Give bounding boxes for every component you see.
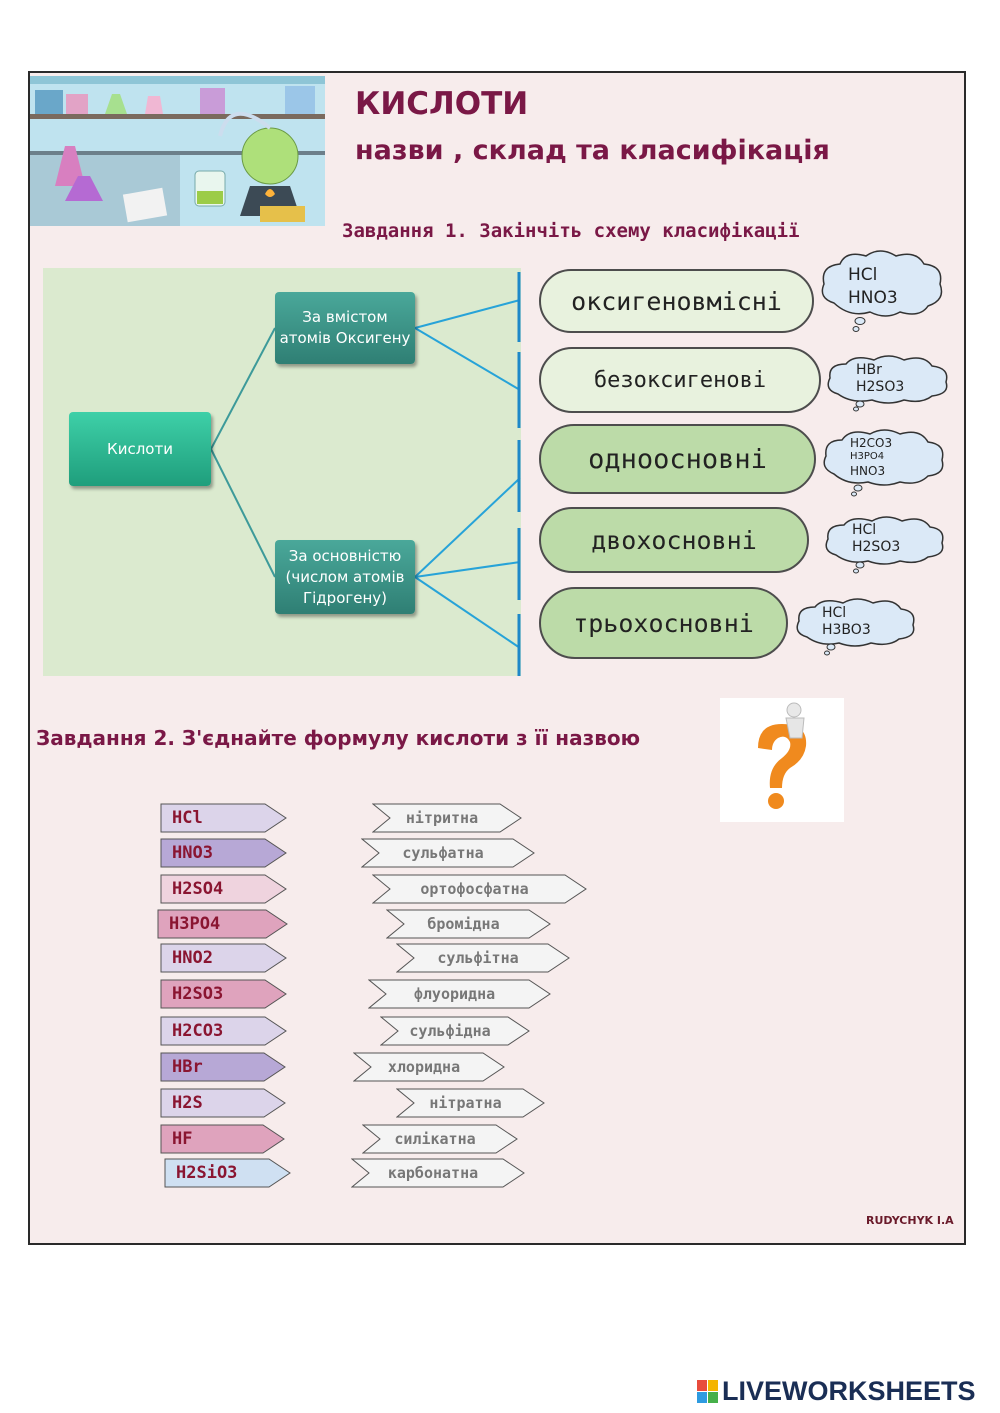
cloud-3-formula-2: H3PO4 [850,451,885,462]
class-pill-tribasic[interactable]: трьохосновні [539,587,788,659]
cloud-4-formula-2: H2SO3 [852,539,901,555]
name-arrow[interactable]: карбонатна [351,1158,525,1188]
name-label: хлоридна [387,1058,461,1076]
formula-arrow[interactable]: HF [160,1124,285,1154]
scheme-root-acids: Кислоти [69,412,211,486]
task2-heading: Завдання 2. З'єднайте формулу кислоти з … [36,726,641,750]
formula-label: HNO3 [172,843,213,863]
cloud-3-formula-3: HNO3 [850,464,886,478]
formula-label: HNO2 [172,948,213,968]
formula-arrow[interactable]: H2SO3 [160,979,287,1009]
formula-arrow[interactable]: HNO2 [160,943,287,973]
class-pill-oxygen-containing[interactable]: оксигеновмісні [539,269,814,333]
formula-label: H3PO4 [169,914,221,934]
cloud-5-formula-2: H3BO3 [822,622,871,638]
name-arrow[interactable]: бромідна [386,909,551,939]
formula-arrow[interactable]: HCl [160,803,287,833]
scheme-branch-basicity: За основністю (числом атомів Гідрогену) [275,540,415,614]
thought-cloud-4 [825,516,944,574]
name-arrow[interactable]: сульфатна [361,838,535,868]
formula-arrow[interactable]: H3PO4 [157,909,288,939]
cloud-5-formula-1: HCl [822,605,847,621]
liveworksheets-brand: LIVEWORKSHEETS [722,1376,976,1406]
name-arrow[interactable]: силікатна [362,1124,518,1154]
name-label: ортофосфатна [420,880,529,898]
cloud-1-formula-2: HNO3 [848,288,898,308]
formula-label: H2SO4 [172,879,224,899]
formula-arrow[interactable]: H2CO3 [160,1016,287,1046]
page-title: КИСЛОТИ [355,86,529,122]
name-label: сульфатна [402,844,484,862]
formula-arrow[interactable]: HBr [160,1052,286,1082]
name-arrow[interactable]: флуоридна [368,979,551,1009]
thought-cloud-3 [823,429,944,497]
name-label: карбонатна [387,1164,479,1182]
author-credit: RUDYCHYK I.A [866,1214,954,1227]
thought-cloud-2 [827,355,948,412]
scheme-branch-oxygen: За вмістом атомів Оксигену [275,292,415,364]
cloud-3-formula-1: H2CO3 [850,436,893,450]
formula-arrow[interactable]: H2S [160,1088,286,1118]
name-label: нітратна [429,1094,502,1112]
thought-cloud-5 [796,598,915,656]
liveworksheets-logo-icon [697,1380,718,1403]
cloud-4-formula-1: HCl [852,522,877,538]
formula-label: H2SiO3 [176,1163,238,1183]
thought-cloud-1 [821,250,943,332]
cloud-5-formulas: HCl H3BO3 [822,605,871,639]
formula-label: HBr [172,1057,203,1077]
name-label: нітритна [405,809,479,827]
question-mark-icon [720,698,844,822]
formula-arrow[interactable]: H2SO4 [160,874,287,904]
name-arrow[interactable]: ортофосфатна [372,874,587,904]
name-label: сульфітна [437,949,519,967]
task1-heading: Завдання 1. Закінчіть схему класифікації [342,220,800,242]
cloud-2-formula-2: H2SO3 [856,379,905,395]
cloud-4-formulas: HCl H2SO3 [852,522,900,556]
formula-label: H2S [172,1093,203,1113]
name-arrow[interactable]: хлоридна [353,1052,505,1082]
name-arrow[interactable]: нітратна [396,1088,545,1118]
chemistry-lab-illustration [30,76,325,226]
cloud-2-formulas: HBr H2SO3 [856,362,904,396]
formula-label: H2SO3 [172,984,224,1004]
formula-arrow[interactable]: H2SiO3 [164,1158,291,1188]
name-arrow[interactable]: нітритна [372,803,522,833]
formula-label: HCl [172,808,203,828]
cloud-3-formulas: H2CO3 H3PO4 HNO3 [850,436,892,478]
formula-label: H2CO3 [172,1021,224,1041]
name-arrow[interactable]: сульфітна [396,943,570,973]
class-pill-dibasic[interactable]: двохосновні [539,507,809,573]
cloud-1-formula-1: HCl [848,265,878,285]
cloud-1-formulas: HCl HNO3 [848,264,898,310]
name-label: флуоридна [413,985,496,1003]
class-pill-oxygen-free[interactable]: безоксигенові [539,347,821,413]
page-subtitle: назви , склад та класифікація [355,135,830,166]
class-pill-monobasic[interactable]: одноосновні [539,424,816,494]
name-label: бромідна [427,915,500,933]
formula-label: HF [172,1129,193,1149]
formula-arrow[interactable]: HNO3 [160,838,287,868]
cloud-2-formula-1: HBr [856,362,882,378]
name-arrow[interactable]: сульфідна [380,1016,530,1046]
name-label: сульфідна [409,1022,491,1040]
name-label: силікатна [394,1130,476,1148]
